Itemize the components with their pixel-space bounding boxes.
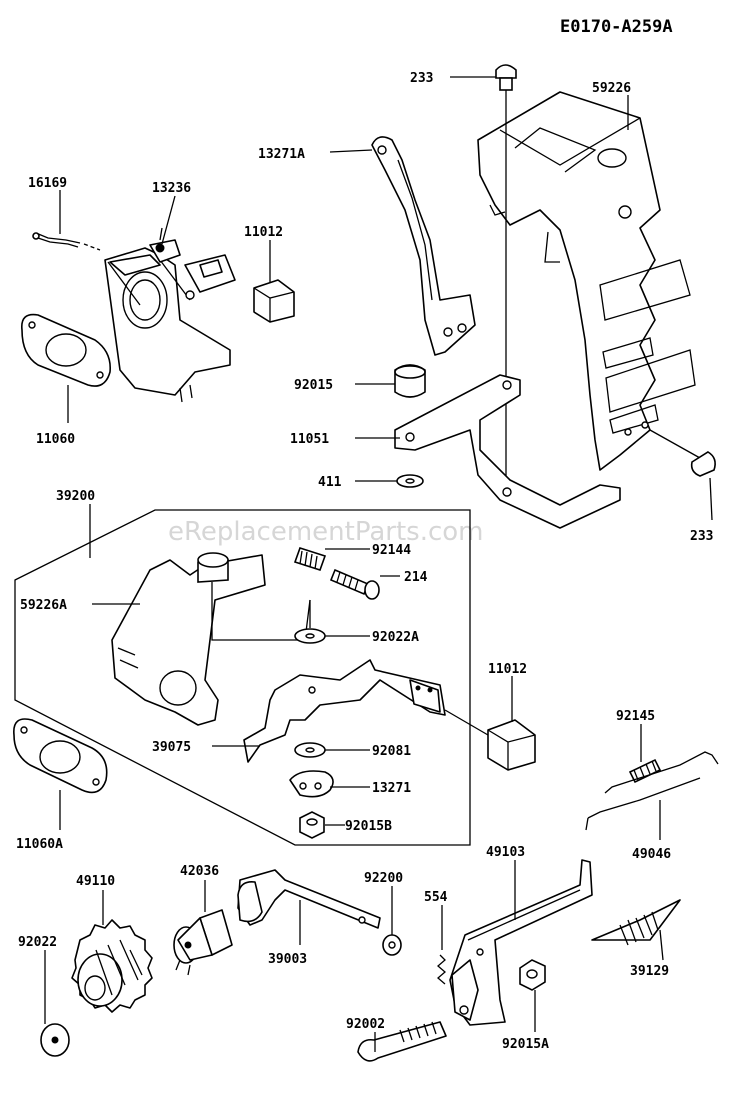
- label-39200: 39200: [56, 489, 95, 504]
- diagram-code: E0170-A259A: [560, 17, 673, 37]
- label-92015: 92015: [294, 378, 333, 393]
- part-92081-washer: [294, 742, 326, 758]
- label-92022A: 92022A: [372, 630, 419, 645]
- part-554-spring: [437, 954, 446, 985]
- label-13236: 13236: [152, 181, 191, 196]
- label-233-right: 233: [690, 529, 713, 544]
- part-92015-nut: [394, 364, 426, 398]
- label-92015B: 92015B: [345, 819, 392, 834]
- part-233-bolt-top: [495, 64, 517, 480]
- label-42036: 42036: [180, 864, 219, 879]
- label-233-top: 233: [410, 71, 433, 86]
- part-39075-lever: [243, 659, 446, 763]
- label-411: 411: [318, 475, 342, 490]
- label-11060A: 11060A: [16, 837, 63, 852]
- part-11051-plate: [394, 374, 621, 529]
- label-39129: 39129: [630, 964, 669, 979]
- part-214-screw: [329, 568, 380, 600]
- part-39003-lever: [237, 869, 381, 929]
- part-92145-spring: [628, 758, 662, 784]
- label-92081: 92081: [372, 744, 411, 759]
- part-92200-washer: [382, 934, 402, 956]
- label-39075: 39075: [152, 740, 191, 755]
- part-11012-block-mid: [444, 709, 536, 771]
- label-13271: 13271: [372, 781, 411, 796]
- assembly-39200-box: [14, 509, 471, 846]
- label-92022: 92022: [18, 935, 57, 950]
- part-11012-block-top: [253, 279, 295, 323]
- part-233-bolt-right: [649, 429, 716, 477]
- label-49103: 49103: [486, 845, 525, 860]
- label-16169: 16169: [28, 176, 67, 191]
- part-11060A-gasket: [13, 718, 108, 794]
- label-92015A: 92015A: [502, 1037, 549, 1052]
- label-11060: 11060: [36, 432, 75, 447]
- label-49046: 49046: [632, 847, 671, 862]
- leader-lines: [44, 76, 713, 1052]
- part-16169-link: [32, 232, 101, 251]
- part-49046-rod: [585, 751, 719, 831]
- part-13271-cam: [289, 770, 334, 798]
- label-92002: 92002: [346, 1017, 385, 1032]
- label-13271A: 13271A: [258, 147, 305, 162]
- part-49103-lever: [449, 859, 593, 1026]
- label-214: 214: [404, 570, 428, 585]
- part-411-washer: [396, 474, 424, 488]
- part-92015A-nut: [519, 959, 546, 991]
- label-92144: 92144: [372, 543, 411, 558]
- label-92145: 92145: [616, 709, 655, 724]
- label-49110: 49110: [76, 874, 115, 889]
- label-39003: 39003: [268, 952, 307, 967]
- label-11012-mid: 11012: [488, 662, 527, 677]
- part-42036-shaft: [173, 909, 233, 976]
- part-92015B-nut: [299, 811, 325, 839]
- label-11051: 11051: [290, 432, 329, 447]
- label-59226A: 59226A: [20, 598, 67, 613]
- part-49110-gear: [71, 919, 153, 1013]
- part-59226-cover: [477, 91, 696, 471]
- part-92022-washer: [40, 1023, 70, 1057]
- label-554: 554: [424, 890, 448, 905]
- part-11060-gasket: [21, 313, 112, 387]
- part-59226A-bracket: [111, 552, 311, 726]
- label-59226: 59226: [592, 81, 631, 96]
- part-92144-spring: [293, 547, 327, 571]
- part-13271A-bracket: [371, 136, 476, 356]
- part-39129-spring: [591, 899, 681, 946]
- part-13236-bracket: [104, 227, 236, 403]
- label-11012-top: 11012: [244, 225, 283, 240]
- part-92002-bolt: [357, 1021, 447, 1062]
- part-92022A-washer: [294, 600, 326, 644]
- watermark: eReplacementParts.com: [168, 517, 484, 547]
- label-92200: 92200: [364, 871, 403, 886]
